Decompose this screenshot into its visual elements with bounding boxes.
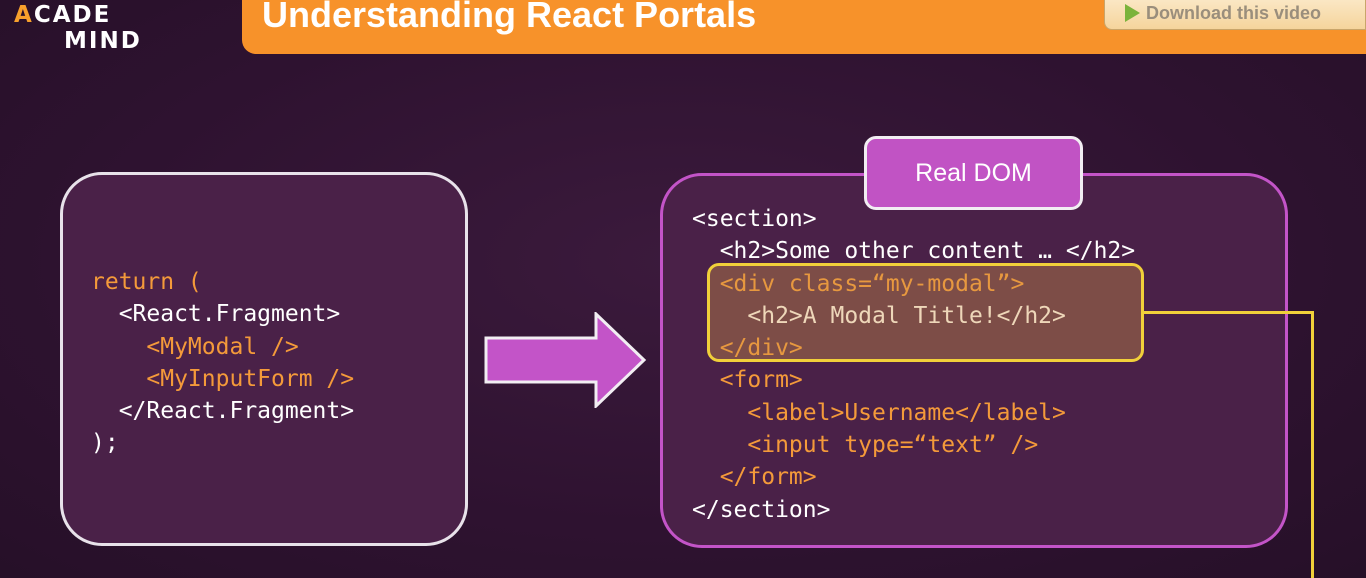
code-line: <input type=“text” /> xyxy=(692,432,1039,459)
real-dom-badge: Real DOM xyxy=(864,136,1083,210)
code-line: </React.Fragment> xyxy=(91,398,355,425)
code-line: ); xyxy=(91,430,119,457)
code-line: </section> xyxy=(692,496,831,523)
academind-logo: ACADE MIND xyxy=(14,2,142,54)
code-line: <h2>A Modal Title!</h2> xyxy=(692,302,1066,329)
download-video-button[interactable]: Download this video xyxy=(1104,0,1366,30)
logo-line-2: MIND xyxy=(64,28,142,54)
download-label: Download this video xyxy=(1146,2,1322,23)
code-line: <MyInputForm /> xyxy=(91,365,355,392)
code-line: <h2>Some other content … </h2> xyxy=(692,238,1136,265)
code-line: </div> xyxy=(692,335,803,362)
code-line: <React.Fragment> xyxy=(91,301,341,328)
code-line: <label>Username</label> xyxy=(692,399,1066,426)
jsx-code: return ( <React.Fragment> <MyModal /> <M… xyxy=(91,266,354,460)
connector-line-horizontal xyxy=(1144,311,1314,314)
jsx-code-panel: return ( <React.Fragment> <MyModal /> <M… xyxy=(60,172,468,546)
code-line: <form> xyxy=(692,367,803,394)
play-icon xyxy=(1125,4,1140,22)
code-line: <MyModal /> xyxy=(91,333,299,360)
code-line: </form> xyxy=(692,464,817,491)
slide-title: Understanding React Portals xyxy=(262,0,757,35)
logo-line-1: ACADE xyxy=(14,2,112,28)
arrow-right-icon xyxy=(484,312,647,408)
code-line: return ( xyxy=(91,269,202,295)
dom-code: <section> <h2>Some other content … </h2>… xyxy=(692,203,1135,526)
connector-line-vertical xyxy=(1311,311,1314,578)
code-line: <section> xyxy=(692,206,817,232)
code-line: <div class=“my-modal”> xyxy=(692,270,1025,297)
modal-highlight-box xyxy=(707,263,1144,362)
